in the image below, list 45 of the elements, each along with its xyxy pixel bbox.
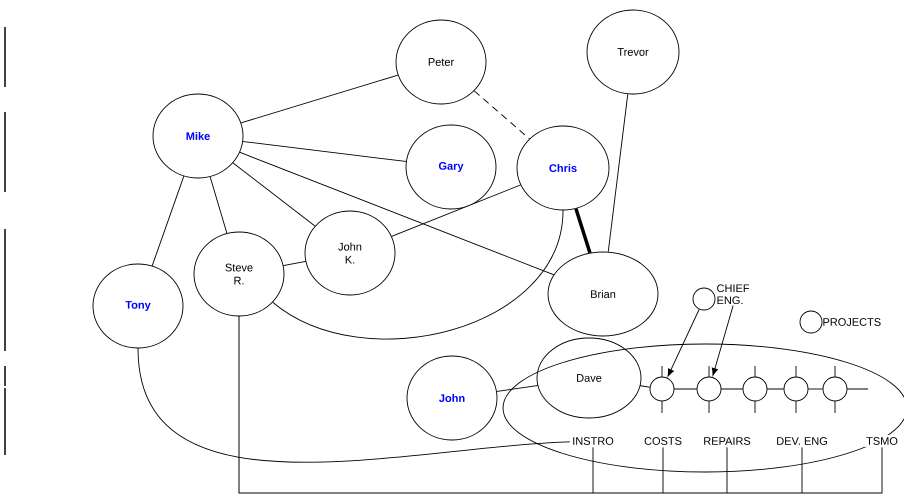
connector: [232, 162, 316, 226]
connector: [283, 260, 306, 266]
department-label: DEV. ENG: [774, 435, 830, 447]
small-circle: [822, 376, 848, 402]
connector: [608, 94, 628, 252]
connector: [474, 90, 530, 140]
circle-node: John: [406, 356, 498, 440]
connector: [240, 152, 554, 276]
connector: [496, 385, 538, 392]
circle-node: Peter: [396, 20, 486, 104]
circle-node: Steve R.: [194, 232, 284, 316]
department-label: TSMO: [864, 435, 900, 447]
circle-node: Trevor: [586, 10, 680, 94]
department-label: REPAIRS: [701, 435, 753, 447]
node-caption: CHIEF ENG.: [717, 284, 750, 304]
connector: [640, 385, 650, 388]
connector: [210, 176, 228, 234]
connector: [242, 141, 406, 162]
connector: [808, 388, 823, 390]
connector: [674, 388, 697, 390]
small-circle: [784, 376, 808, 402]
department-label: COSTS: [642, 435, 684, 447]
connector: [721, 388, 743, 390]
legend-item: PROJECTS: [800, 310, 881, 334]
circle-node: Gary: [406, 124, 496, 210]
small-circle: [742, 376, 768, 402]
circle-node: Tony: [92, 264, 184, 348]
circle-node: John K.: [304, 210, 396, 296]
connector: [712, 305, 734, 376]
department-label: INSTRO: [570, 435, 616, 447]
connector: [272, 210, 564, 340]
small-circle: [696, 376, 722, 402]
connector: [391, 184, 521, 237]
circle-node: Brian: [548, 252, 658, 336]
connector: [152, 176, 184, 266]
circle-node: Dave: [536, 338, 642, 418]
connector: [574, 208, 592, 254]
connector: [847, 388, 868, 390]
connector: [138, 348, 570, 462]
circle-node: Chris: [516, 126, 610, 210]
small-circle: [650, 376, 674, 402]
connector: [767, 388, 784, 390]
connector: [668, 308, 700, 377]
connector: [240, 74, 398, 124]
circle-node: Mike: [152, 94, 244, 178]
